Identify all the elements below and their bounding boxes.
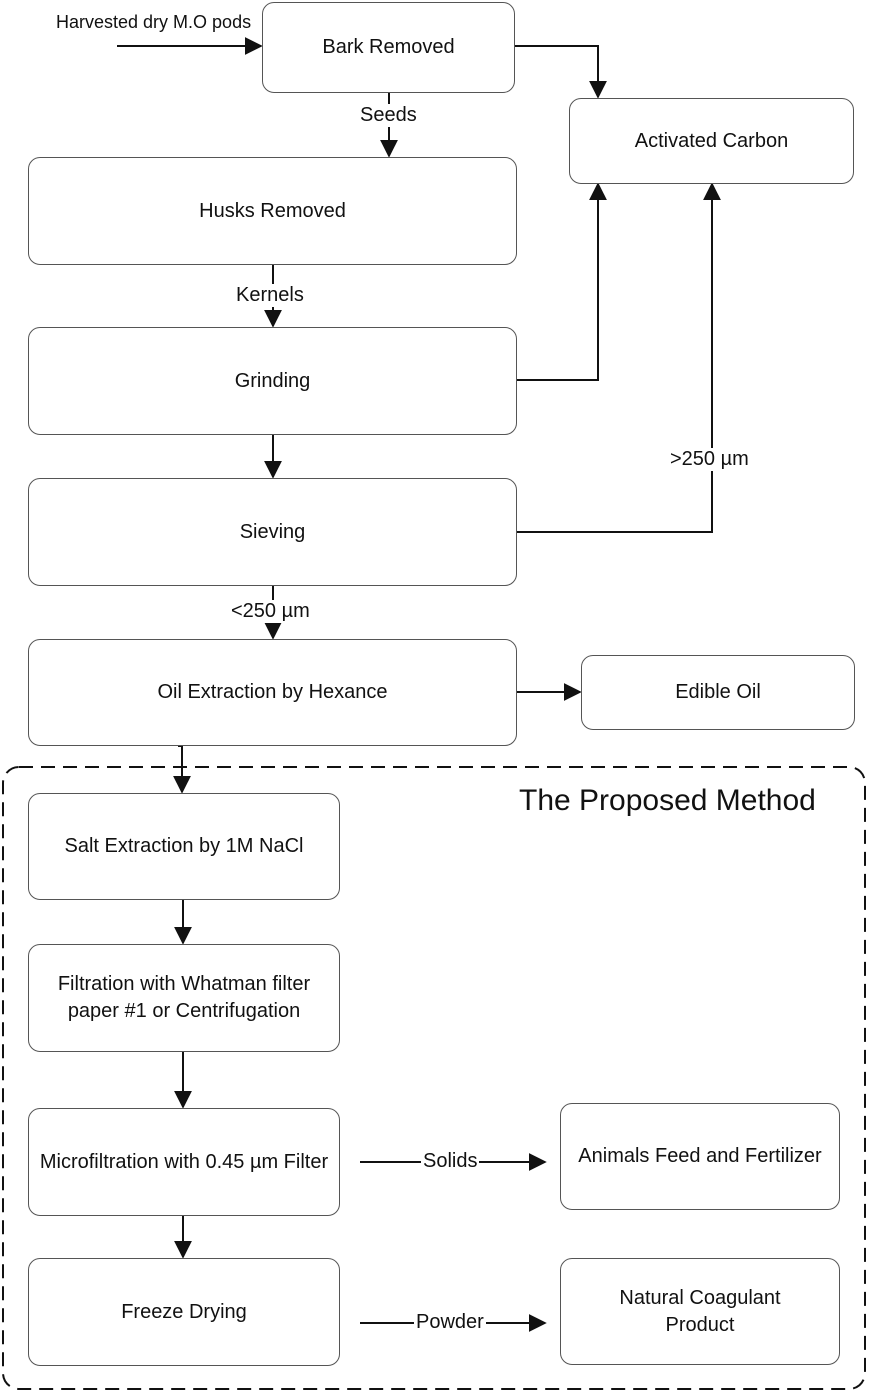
- husks-removed-box: Husks Removed: [28, 157, 517, 265]
- arrow-bark-to-carbon: [515, 45, 607, 99]
- solids-label: Solids: [421, 1150, 480, 1173]
- activated-carbon-box: Activated Carbon: [569, 98, 854, 184]
- sieving-box: Sieving: [28, 478, 517, 586]
- input-label: Harvested dry M.O pods: [56, 12, 252, 32]
- freeze-drying-box: Freeze Drying: [28, 1258, 340, 1366]
- arrow-sieving-to-carbon: [517, 182, 721, 533]
- powder-label: Powder: [414, 1311, 486, 1334]
- coagulant-product-box: Natural Coagulant Product: [560, 1258, 840, 1365]
- edible-oil-box: Edible Oil: [581, 655, 855, 730]
- salt-extraction-box: Salt Extraction by 1M NaCl: [28, 793, 340, 900]
- arrow-grinding-to-carbon: [517, 182, 607, 381]
- proposed-method-title: The Proposed Method: [519, 784, 816, 817]
- oil-extraction-box: Oil Extraction by Hexance: [28, 639, 517, 746]
- bark-removed-box: Bark Removed: [262, 2, 515, 93]
- animals-feed-box: Animals Feed and Fertilizer: [560, 1103, 840, 1210]
- fine-fraction-label: <250 µm: [229, 600, 312, 623]
- coarse-fraction-label: >250 µm: [668, 448, 751, 471]
- arrow-oil-to-salt: [173, 745, 191, 794]
- microfiltration-box: Microfiltration with 0.45 µm Filter: [28, 1108, 340, 1216]
- proposed-method-group-outline: [2, 766, 866, 1390]
- filtration-box: Filtration with Whatman filter paper #1 …: [28, 944, 340, 1052]
- kernels-label: Kernels: [234, 284, 306, 307]
- grinding-box: Grinding: [28, 327, 517, 435]
- seeds-label: Seeds: [358, 104, 419, 127]
